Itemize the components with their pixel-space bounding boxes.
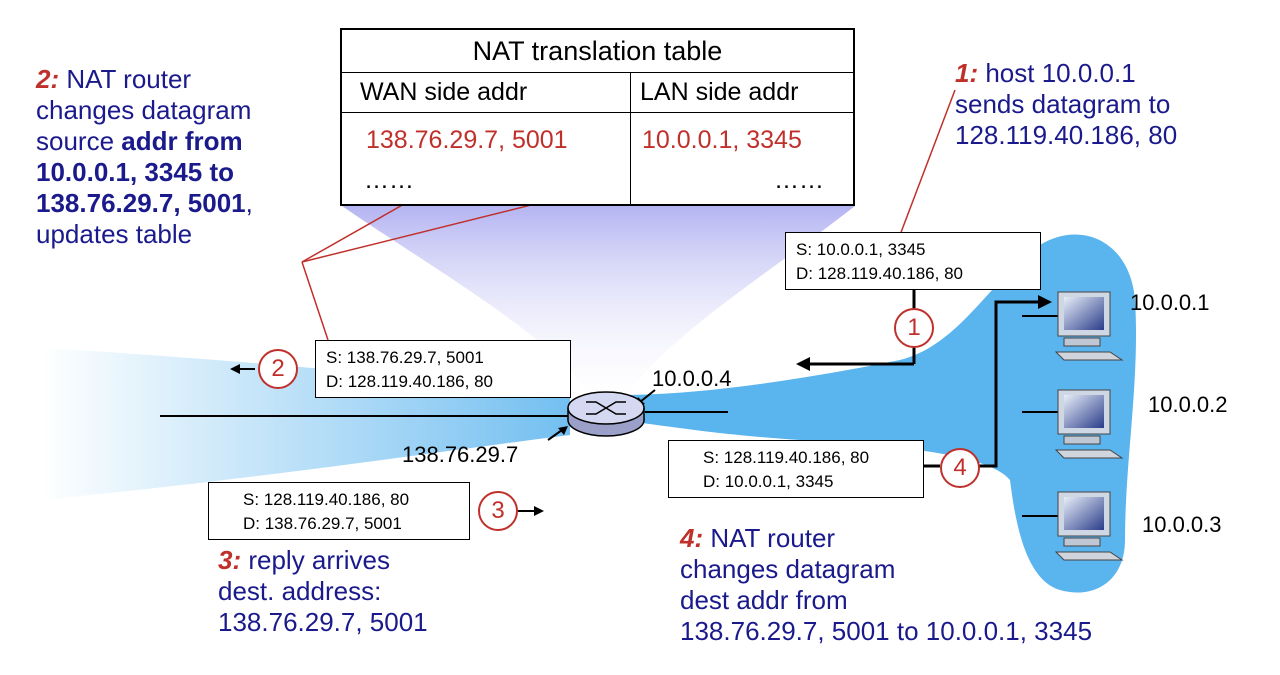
datagram-source: S: 128.119.40.186, 80 xyxy=(243,490,410,509)
datagram-dest: D: 10.0.0.1, 3345 xyxy=(703,472,834,491)
step2-line5a: 138.76.29.7, 5001 xyxy=(36,188,246,218)
router-wan-ip: 138.76.29.7 xyxy=(402,442,519,467)
datagram-source: S: 138.76.29.7, 5001 xyxy=(326,348,484,367)
step3-number: 3: xyxy=(218,545,242,575)
step2-line3b: addr from xyxy=(121,126,243,156)
step2-line2: changes datagram xyxy=(36,95,252,125)
step4-number: 4: xyxy=(680,523,704,553)
nat-table-divider xyxy=(342,72,853,73)
host-computer-icon-2 xyxy=(1054,389,1124,459)
host-ip-3: 10.0.0.3 xyxy=(1142,512,1222,537)
lan-network-shape xyxy=(620,234,1137,593)
step1-number: 1: xyxy=(955,58,979,88)
nat-header-wan: WAN side addr xyxy=(360,78,528,106)
datagram-dest: D: 128.119.40.186, 80 xyxy=(326,372,493,391)
nat-table-column-divider xyxy=(630,72,631,204)
step2-number: 2: xyxy=(36,64,60,94)
step4-line3: dest addr from xyxy=(680,585,848,615)
step2-line6: updates table xyxy=(36,219,193,249)
step4-line4: 138.76.29.7, 5001 to 10.0.0.1, 3345 xyxy=(680,616,1093,646)
nat-dots-lan: …… xyxy=(774,166,824,194)
step2-note: 2: NAT router changes datagram source ad… xyxy=(36,64,253,250)
nat-table-cone xyxy=(342,206,855,405)
step1-line3: 128.119.40.186, 80 xyxy=(955,120,1178,150)
step4-line2: changes datagram xyxy=(680,554,896,584)
step4-line1: NAT router xyxy=(703,523,836,553)
datagram-source: S: 128.119.40.186, 80 xyxy=(703,448,870,467)
step2-line1: NAT router xyxy=(59,64,192,94)
nat-table-divider xyxy=(342,112,853,113)
step1-datagram: S: 10.0.0.1, 3345 D: 128.119.40.186, 80 xyxy=(785,232,1041,290)
step3-datagram: S: 128.119.40.186, 80 D: 138.76.29.7, 50… xyxy=(208,482,470,540)
nat-row-lan: 10.0.0.1, 3345 xyxy=(642,126,802,154)
step3-note: 3: reply arrives dest. address: 138.76.2… xyxy=(218,545,428,638)
datagram-dest: D: 128.119.40.186, 80 xyxy=(796,264,963,283)
step2-line3a: source xyxy=(36,126,122,156)
step1-circle: 1 xyxy=(894,308,934,348)
datagram-dest: D: 138.76.29.7, 5001 xyxy=(243,514,402,533)
host-ip-1: 10.0.0.1 xyxy=(1130,290,1210,315)
step3-circle: 3 xyxy=(478,491,518,531)
step4-datagram: S: 128.119.40.186, 80 D: 10.0.0.1, 3345 xyxy=(668,440,924,498)
step1-line2: sends datagram to xyxy=(955,89,1171,119)
nat-translation-table: NAT translation table WAN side addr LAN … xyxy=(340,28,855,206)
step2-line5b: , xyxy=(245,188,253,218)
step3-line3: 138.76.29.7, 5001 xyxy=(218,607,428,637)
step2-line4: 10.0.0.1, 3345 to xyxy=(36,157,235,187)
nat-dots-wan: …… xyxy=(364,166,414,194)
host-computer-icon-3 xyxy=(1054,491,1124,561)
nat-row-wan: 138.76.29.7, 5001 xyxy=(366,126,568,154)
datagram-source: S: 10.0.0.1, 3345 xyxy=(796,240,926,259)
nat-table-title: NAT translation table xyxy=(472,36,723,66)
host-ip-2: 10.0.0.2 xyxy=(1148,392,1228,417)
step4-note: 4: NAT router changes datagram dest addr… xyxy=(680,523,1092,647)
nat-header-lan: LAN side addr xyxy=(640,78,799,106)
router-icon xyxy=(567,391,645,437)
step3-line2: dest. address: xyxy=(218,576,382,606)
step4-circle: 4 xyxy=(940,448,980,488)
router-lan-ip: 10.0.0.4 xyxy=(652,366,732,391)
step3-line1: reply arrives xyxy=(241,545,390,575)
step2-datagram: S: 138.76.29.7, 5001 D: 128.119.40.186, … xyxy=(315,340,571,398)
step1-note: 1: host 10.0.0.1 sends datagram to 128.1… xyxy=(955,58,1177,151)
step1-line1: host 10.0.0.1 xyxy=(978,58,1136,88)
step2-circle: 2 xyxy=(258,349,298,389)
host-computer-icon-1 xyxy=(1054,291,1124,361)
